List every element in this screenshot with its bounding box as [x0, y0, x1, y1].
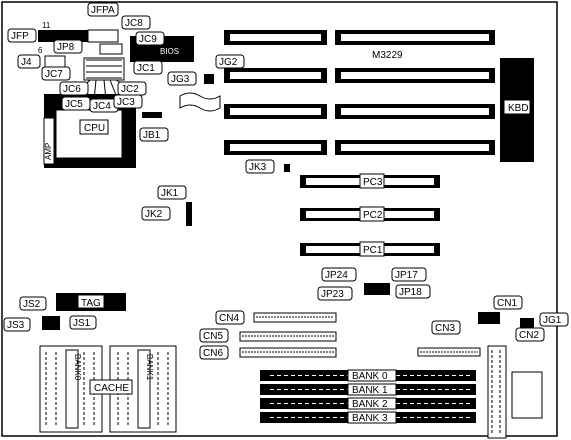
jfp-header: [38, 30, 88, 42]
jp18-label: JP18: [399, 287, 422, 298]
jb1-label: JB1: [143, 130, 161, 141]
bios-label: BIOS: [160, 47, 179, 56]
cn3-label: CN3: [435, 323, 455, 334]
jumper-cluster: [83, 57, 125, 81]
bank1-label: BANK 1: [352, 385, 388, 396]
jk3-label: JK3: [249, 162, 267, 173]
jk1-label: JK1: [161, 188, 179, 199]
jk-header: [186, 202, 192, 226]
pc3-label: PC3: [363, 177, 383, 188]
kbd-label: KBD: [508, 103, 529, 114]
cn6-label: CN6: [203, 348, 223, 359]
pc1-label: PC1: [363, 245, 383, 256]
jc2-label: JC2: [121, 84, 139, 95]
bank2-label: BANK 2: [352, 399, 388, 410]
crystal-oscillator: [179, 92, 221, 112]
jc3-label: JC3: [117, 97, 135, 108]
cn1-label: CN1: [497, 298, 517, 309]
jk3-header: [284, 164, 290, 172]
pc2-label: PC2: [363, 210, 383, 221]
jp-cluster: [364, 283, 390, 295]
bank1-side-label: BANK1: [145, 354, 154, 381]
j4-pin6-mark: 6: [38, 46, 43, 55]
jk2-label: JK2: [145, 209, 163, 220]
jg3-label: JG3: [171, 74, 190, 85]
jc4-label: JC4: [93, 101, 111, 112]
tag-label: TAG: [81, 298, 101, 309]
jg1-header: [520, 318, 534, 328]
js1-label: JS1: [73, 318, 91, 329]
jb1-header: [142, 112, 162, 118]
cache-label: CACHE: [94, 383, 129, 394]
jc6-label: JC6: [63, 84, 81, 95]
cn2-label: CN2: [519, 330, 539, 341]
amp-label: AMP: [44, 143, 53, 160]
jfpa-label: JFPA: [91, 5, 115, 16]
connectors-cn4-cn6: [239, 312, 337, 358]
bank0-label: BANK 0: [352, 371, 388, 382]
jumper-callouts: JFPA JC8 JFP JC9 JP8 J4 JC1 JC7 JG3 JG2 …: [3, 2, 569, 360]
jg1-label: JG1: [543, 315, 562, 326]
io-port: [511, 371, 543, 419]
j4-label: J4: [21, 57, 32, 68]
cn5-label: CN5: [203, 331, 223, 342]
jc7-label: JC7: [45, 69, 63, 80]
jc1-label: JC1: [137, 63, 155, 74]
bank3-label: BANK 3: [352, 413, 388, 424]
jp23-label: JP23: [321, 289, 344, 300]
jp24-label: JP24: [325, 270, 348, 281]
jfp-pin11-mark: 11: [42, 21, 51, 30]
bank0-side-label: BANK0: [73, 354, 82, 381]
isa-slots-right: [335, 30, 495, 155]
power-connector: [487, 345, 507, 439]
isa-slots-left: [224, 30, 327, 155]
jp17-label: JP17: [395, 270, 418, 281]
cpu-label: CPU: [84, 123, 105, 134]
js3-label: JS3: [7, 320, 25, 331]
jp8-label: JP8: [57, 42, 75, 53]
board-model-label: M3229: [372, 50, 403, 61]
js2-label: JS2: [23, 299, 41, 310]
jc9-label: JC9: [139, 34, 157, 45]
cn4-label: CN4: [219, 313, 239, 324]
jc8-label: JC8: [125, 18, 143, 29]
js-header: [42, 316, 60, 330]
cn1-connector: [478, 312, 500, 324]
jg2-label: JG2: [219, 57, 238, 68]
j4-header: [44, 55, 66, 69]
jfp-label: JFP: [11, 31, 29, 42]
jc5-label: JC5: [65, 99, 83, 110]
